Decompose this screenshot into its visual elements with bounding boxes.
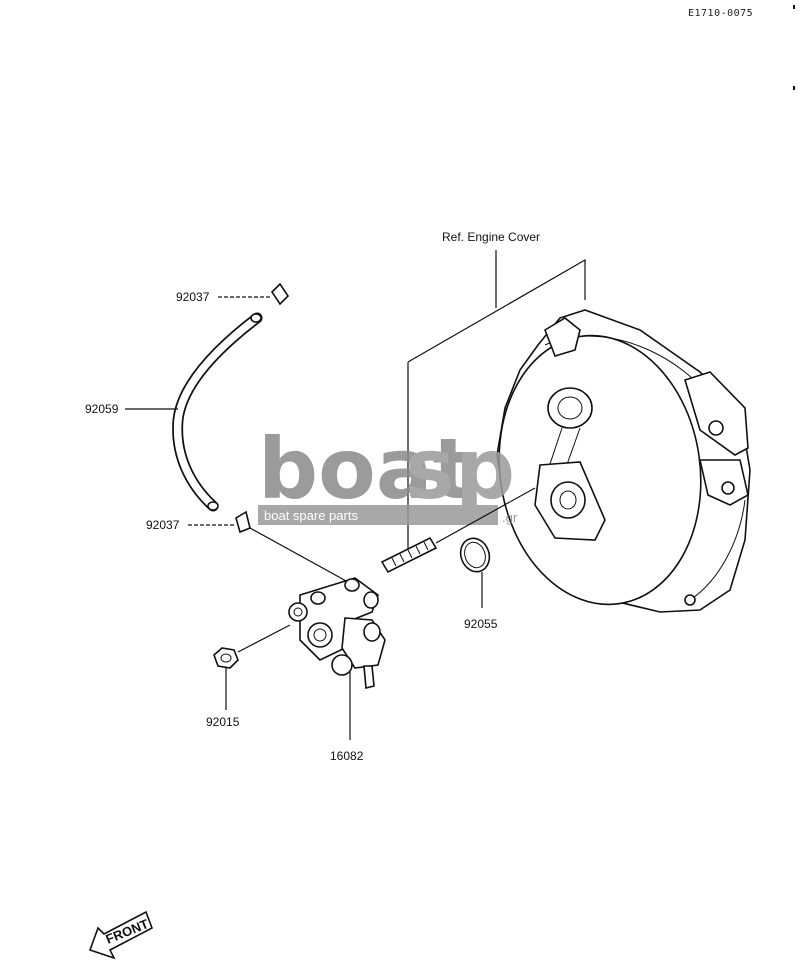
watermark: boat sp boat spare parts .gr bbox=[258, 420, 518, 525]
clamp-upper: 92037 bbox=[176, 282, 290, 306]
watermark-brand-right: sp bbox=[405, 420, 515, 518]
engine-cover bbox=[496, 309, 751, 613]
clamp-lower: 92037 bbox=[146, 510, 349, 583]
edge-mark-mid bbox=[793, 86, 795, 90]
engine-cover-reference-bracket: Ref. Engine Cover bbox=[407, 230, 586, 560]
part-label-92037-lower: 92037 bbox=[146, 518, 180, 532]
watermark-tagline: boat spare parts bbox=[264, 508, 358, 523]
part-label-92015: 92015 bbox=[206, 715, 240, 729]
pump-assembly: 16082 bbox=[288, 577, 386, 763]
part-label-16082: 16082 bbox=[330, 749, 364, 763]
watermark-brand-left: boat bbox=[258, 420, 473, 518]
front-label: FRONT bbox=[104, 916, 151, 947]
o-ring: 92055 bbox=[459, 537, 498, 631]
hose: 92059 bbox=[85, 312, 263, 512]
watermark-tld: .gr bbox=[502, 510, 518, 525]
reference-label: Ref. Engine Cover bbox=[442, 230, 540, 244]
watermark-tagline-bar bbox=[258, 505, 498, 525]
stud-bolt bbox=[380, 487, 536, 574]
part-label-92037-upper: 92037 bbox=[176, 290, 210, 304]
part-label-92055: 92055 bbox=[464, 617, 498, 631]
plug: 92015 bbox=[206, 624, 291, 729]
part-label-92059: 92059 bbox=[85, 402, 119, 416]
diagram-code: E1710-0075 bbox=[688, 8, 753, 19]
edge-mark-top bbox=[793, 5, 795, 9]
front-arrow: FRONT bbox=[88, 910, 153, 960]
